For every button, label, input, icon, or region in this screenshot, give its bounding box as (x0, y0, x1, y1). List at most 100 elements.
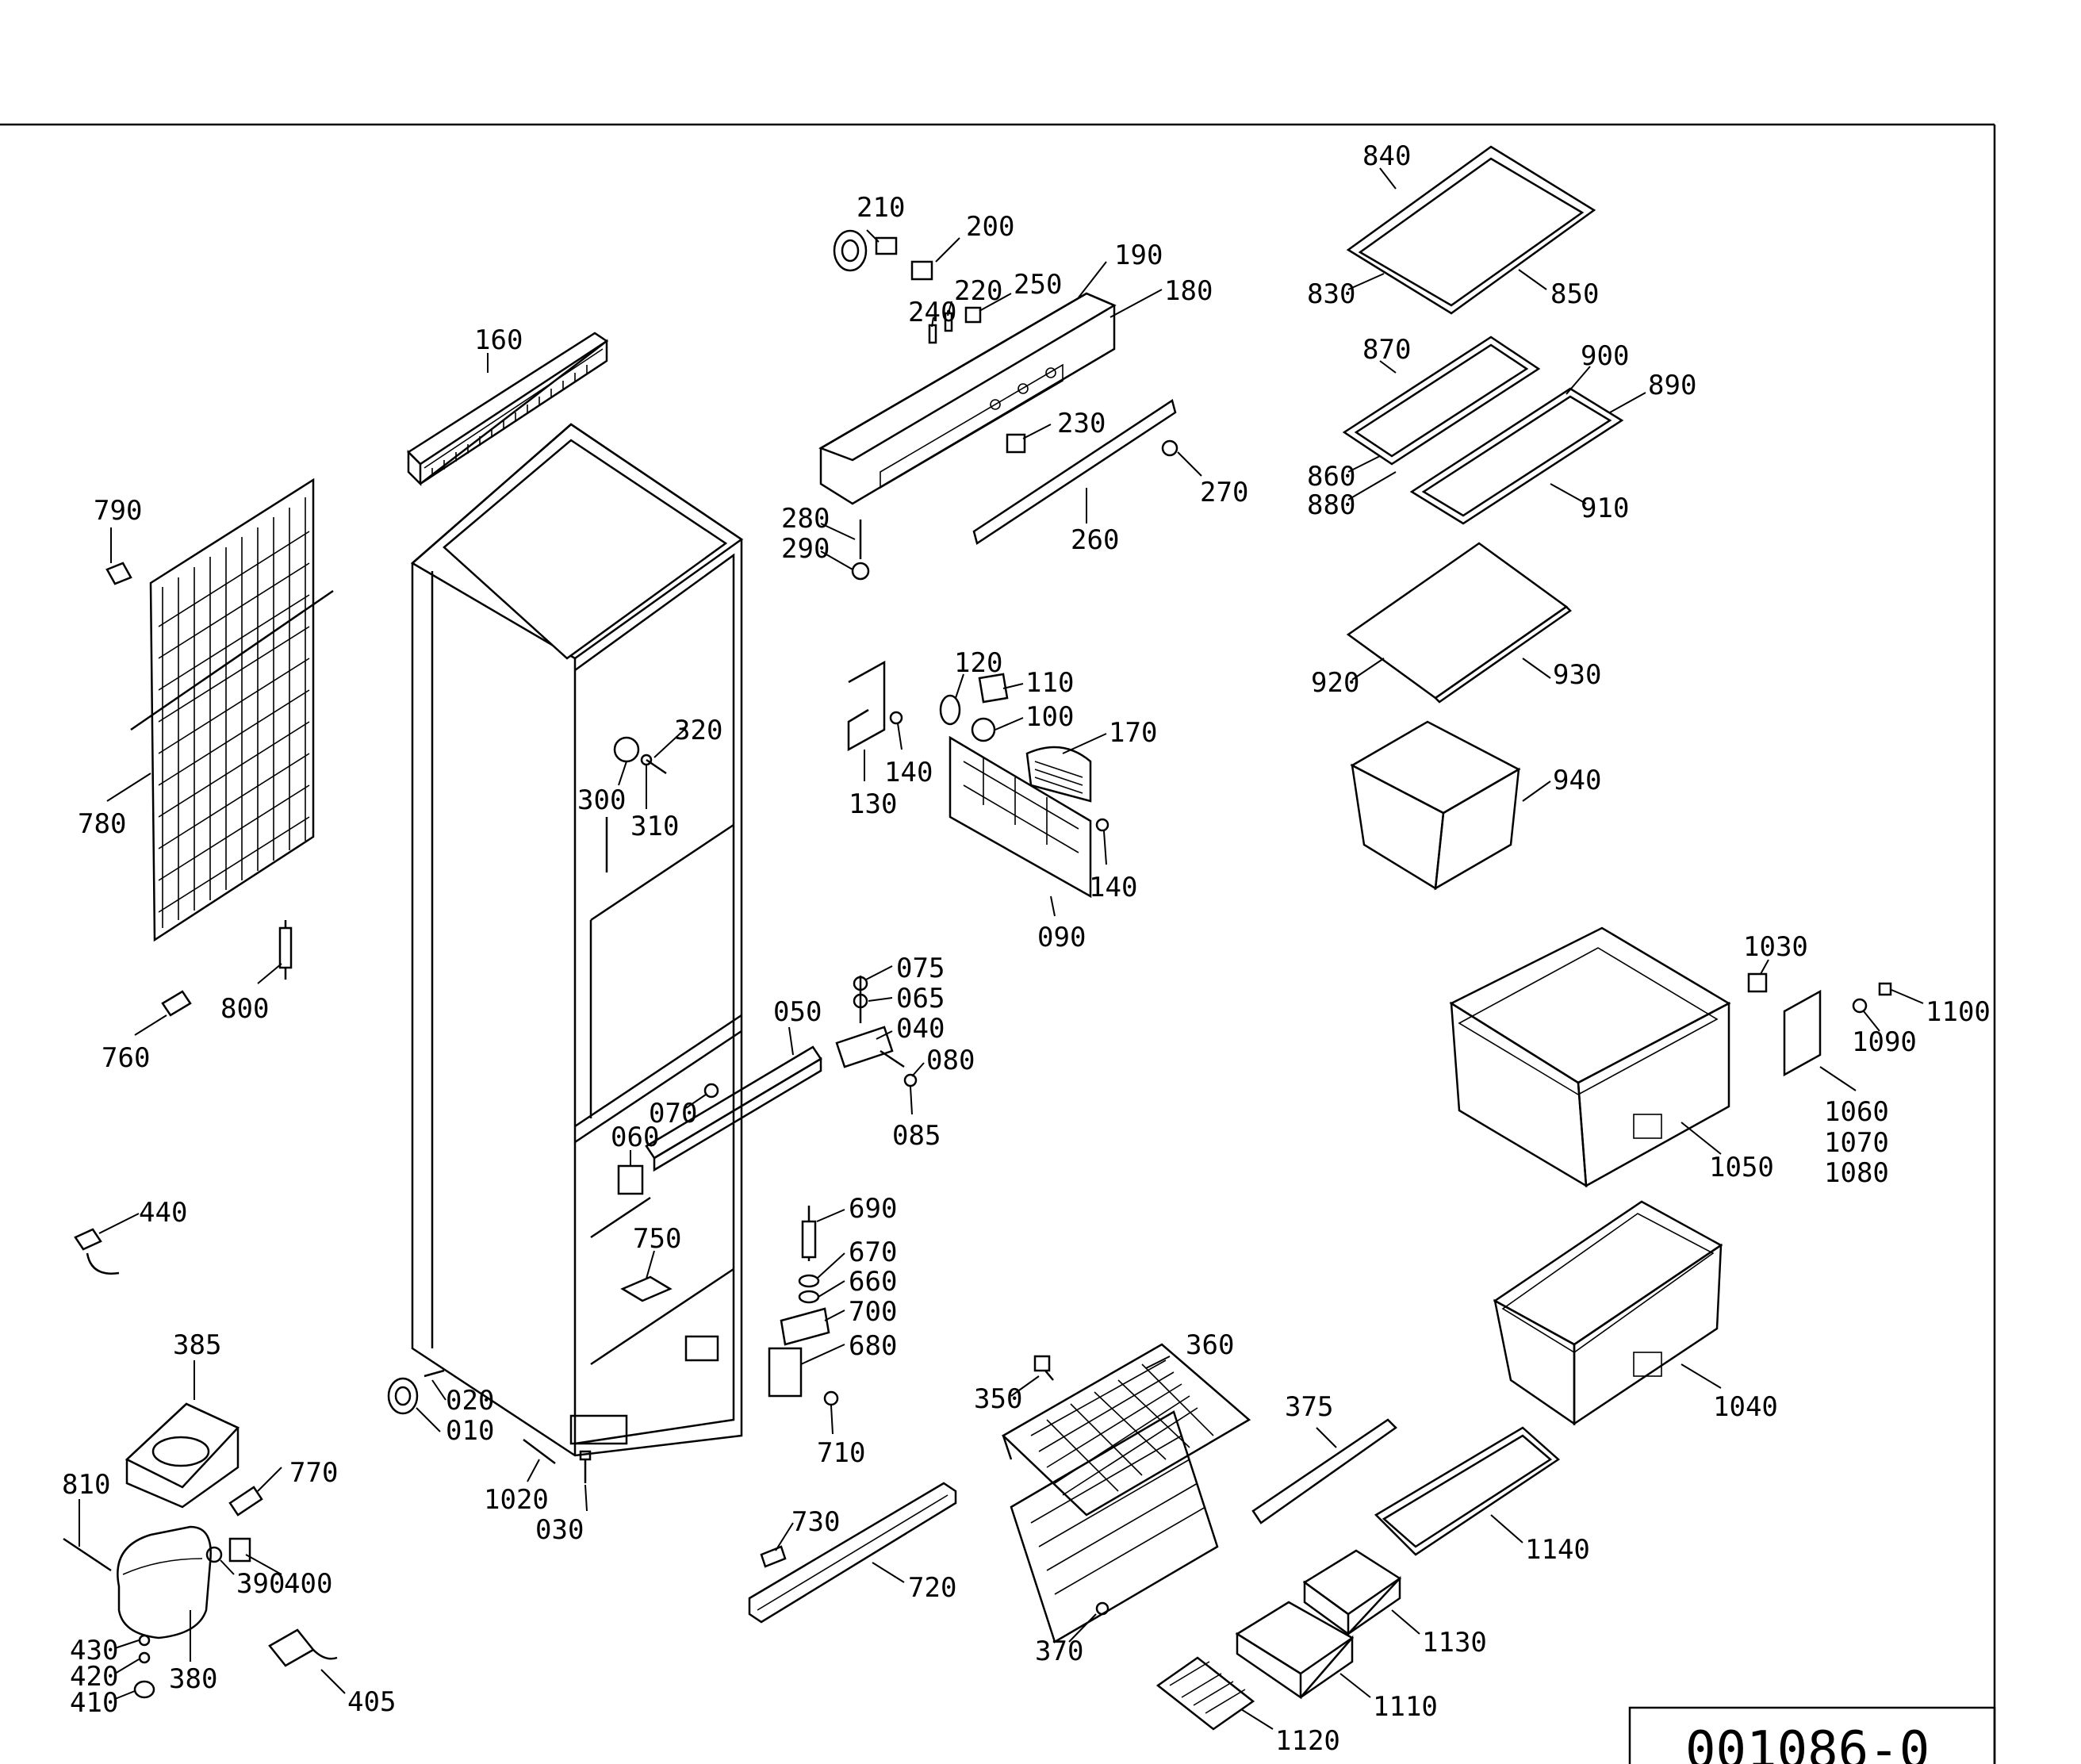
shelf-360 (1001, 1343, 1251, 1517)
top-grille (407, 332, 609, 487)
label-390: 390 (236, 1568, 285, 1600)
label-240: 240 (908, 297, 956, 328)
tray-1140 (1374, 1426, 1561, 1556)
label-080: 080 (926, 1045, 975, 1076)
label-880: 880 (1307, 489, 1355, 521)
condenser (130, 477, 334, 942)
label-1080: 1080 (1824, 1157, 1889, 1189)
bracket-130 (847, 660, 886, 752)
label-790: 790 (94, 495, 142, 527)
clip-350 (1033, 1355, 1054, 1381)
label-170: 170 (1109, 717, 1157, 749)
label-160: 160 (474, 324, 523, 356)
label-230: 230 (1057, 408, 1106, 439)
label-270: 270 (1200, 477, 1248, 508)
label-020: 020 (446, 1385, 494, 1417)
label-010: 010 (446, 1415, 494, 1447)
label-900: 900 (1581, 340, 1629, 372)
label-1030: 1030 (1743, 931, 1808, 963)
cabinet-body (410, 423, 744, 1457)
clip-790 (105, 562, 132, 585)
part-1060 (1783, 989, 1822, 1077)
label-375: 375 (1285, 1391, 1333, 1423)
label-1140: 1140 (1525, 1534, 1590, 1566)
label-030: 030 (535, 1514, 584, 1546)
label-220: 220 (954, 275, 1002, 307)
label-420: 420 (70, 1661, 118, 1693)
bracket-bottom-b (569, 1414, 628, 1445)
screw-030 (579, 1450, 592, 1483)
part-1030 (1747, 972, 1768, 993)
ice-tray-1120 (1155, 1656, 1255, 1731)
label-070: 070 (649, 1098, 697, 1129)
drawer-1050 (1449, 926, 1731, 1188)
label-140: 140 (1089, 872, 1137, 903)
drier-800 (278, 920, 293, 980)
pin-1020 (523, 1439, 556, 1464)
trim-720 (748, 1482, 957, 1624)
label-1100: 1100 (1926, 996, 1991, 1028)
tube-760 (161, 990, 192, 1017)
label-430: 430 (70, 1635, 118, 1666)
label-730: 730 (791, 1506, 840, 1538)
label-830: 830 (1307, 278, 1355, 310)
label-1130: 1130 (1422, 1627, 1487, 1659)
label-065: 065 (896, 983, 945, 1014)
label-920: 920 (1311, 667, 1359, 699)
rail-260 (972, 399, 1177, 545)
screw-280-290 (851, 520, 870, 581)
label-310: 310 (630, 811, 679, 842)
compressor-380 (117, 1525, 212, 1639)
label-180: 180 (1164, 275, 1213, 307)
drawing-number: 001086-0 (1685, 1721, 1930, 1764)
leader-lines (79, 167, 1924, 1730)
label-870: 870 (1362, 334, 1411, 366)
knob-210-200 (833, 229, 933, 281)
label-290: 290 (781, 533, 830, 565)
box-1130 (1302, 1549, 1402, 1636)
label-750: 750 (633, 1223, 681, 1255)
label-800: 800 (220, 993, 269, 1025)
label-850: 850 (1550, 278, 1599, 310)
label-120: 120 (954, 647, 1002, 679)
label-720: 720 (908, 1572, 956, 1604)
label-400: 400 (284, 1568, 332, 1600)
label-130: 130 (849, 788, 897, 820)
label-680: 680 (849, 1330, 897, 1362)
bin-940 (1350, 720, 1521, 891)
label-110: 110 (1025, 667, 1074, 699)
hinge-040 (835, 976, 918, 1087)
feet-410-430 (133, 1634, 155, 1699)
label-440: 440 (139, 1197, 187, 1229)
label-1060: 1060 (1824, 1096, 1889, 1128)
label-250: 250 (1014, 269, 1062, 301)
label-860: 860 (1307, 461, 1355, 493)
label-090: 090 (1037, 922, 1086, 953)
label-280: 280 (781, 503, 830, 535)
label-940: 940 (1553, 765, 1601, 796)
label-300: 300 (577, 784, 626, 816)
drawing-frame (0, 123, 1996, 1764)
label-370: 370 (1035, 1636, 1083, 1667)
label-410: 410 (70, 1687, 118, 1719)
sensor-120-100-110 (939, 673, 1009, 742)
clip-230 (1006, 433, 1026, 454)
label-200: 200 (966, 211, 1014, 243)
part-number-labels: 840 830 850 870 900 890 860 880 910 920 … (62, 140, 1991, 1757)
label-660: 660 (849, 1266, 897, 1298)
nut-270 (1161, 439, 1178, 457)
foot-010 (387, 1369, 445, 1415)
capacitor-405 (268, 1628, 338, 1667)
label-100: 100 (1025, 701, 1074, 733)
label-140: 140 (884, 757, 933, 788)
part-1100 (1878, 982, 1892, 996)
label-1070: 1070 (1824, 1127, 1889, 1159)
label-085: 085 (892, 1120, 941, 1152)
label-690: 690 (849, 1193, 897, 1225)
label-910: 910 (1581, 493, 1629, 524)
label-730 (760, 1545, 787, 1568)
label-1020: 1020 (484, 1484, 549, 1516)
screw-140a (889, 711, 903, 725)
label-040: 040 (896, 1013, 945, 1045)
